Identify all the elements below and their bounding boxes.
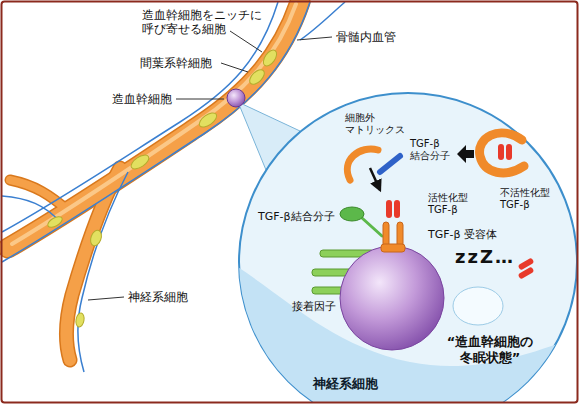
zoom-circle: 神経系細胞 [238, 92, 578, 404]
black-arrow [457, 145, 474, 163]
active-tgf-beta [386, 200, 392, 218]
part-label: TGF-β結合分子 [258, 210, 335, 223]
text-line: TGF-β [500, 199, 550, 211]
hematopoietic-stem-cell [227, 89, 245, 107]
part-label: 活性化型 TGF-β [428, 192, 468, 216]
green-binding-molecule [362, 218, 382, 236]
part-label: 造血幹細胞 [112, 92, 172, 106]
text-line: TGF-β [410, 138, 450, 150]
green-binding-molecule [340, 207, 382, 236]
hematopoietic-stem-cell-large [340, 246, 444, 350]
text-line: マトリックス [345, 124, 405, 136]
text-line: 造血幹細胞をニッチに [142, 8, 262, 22]
zoom-circle-outline [230, 93, 577, 402]
nerve-fiber [2, 196, 60, 222]
leader-line [221, 63, 248, 72]
tgf-beta-receptor [381, 244, 405, 252]
active-tgf-beta [394, 200, 400, 218]
text-line: 冬眠状態” [447, 350, 534, 366]
mesenchymal-stem-cell [89, 229, 104, 247]
zoom-circle-outline [238, 92, 578, 404]
sleep-bubble [453, 287, 503, 325]
part-label: 接着因子 [292, 300, 336, 313]
leader-line [176, 99, 224, 100]
text-line: “造血幹細胞の [447, 334, 534, 350]
leader-line [297, 37, 332, 40]
blood-vessel [66, 168, 120, 360]
inactive-tgf-beta [506, 144, 512, 160]
inactive-tgf-beta [480, 133, 524, 173]
part-label: 骨髄内血管 [336, 30, 396, 44]
blood-vessel [10, 180, 70, 212]
zoom-detail [230, 133, 577, 402]
node-label: 神経系細胞 [313, 376, 378, 392]
inactive-tgf-beta [480, 133, 524, 173]
part-label: “造血幹細胞の 冬眠状態” [447, 334, 534, 365]
green-binding-molecule [340, 207, 364, 221]
text-line: 結合分子 [410, 150, 450, 162]
text-line: TGF-β [428, 204, 468, 216]
tgf-beta-receptor [381, 222, 405, 252]
nerve-fiber [2, 2, 278, 232]
mesenchymal-stem-cell [247, 67, 267, 87]
part-label: 間葉系幹細胞 [140, 56, 212, 70]
mesenchymal-stem-cell [75, 312, 85, 327]
part-label: 造血幹細胞をニッチに 呼び寄せる細胞 [142, 8, 262, 37]
free-tgf-beta [518, 257, 535, 279]
part-label: TGF-β 受容体 [428, 228, 497, 241]
part-label: 不活性化型 TGF-β [500, 187, 550, 211]
text-line: 細胞外 [345, 112, 405, 124]
zoom-circle-outline [230, 93, 579, 404]
mesenchymal-stem-cell [129, 152, 151, 171]
blue-binding-molecule [380, 156, 400, 172]
inactive-tgf-beta [498, 144, 504, 160]
text-line: 呼び寄せる細胞 [142, 22, 262, 36]
text-line: 不活性化型 [500, 187, 550, 199]
part-label: TGF-β 結合分子 [410, 138, 450, 162]
nerve-fiber [78, 172, 128, 372]
leader-line [88, 297, 124, 300]
active-tgf-beta [386, 200, 400, 218]
mesenchymal-stem-cell [46, 215, 64, 230]
mesenchymal-stem-cell [197, 110, 219, 130]
part-label: 細胞外 マトリックス [345, 112, 405, 136]
mesenchymal-stem-cell [261, 48, 280, 68]
leader-line [230, 31, 262, 52]
sleep-mark: zzZ… [455, 246, 515, 268]
free-tgf-beta [518, 266, 535, 279]
blood-vessel [10, 180, 70, 212]
part-label: 神経系細胞 [128, 290, 188, 304]
text-line: 活性化型 [428, 192, 468, 204]
opening-latent-complex [347, 149, 378, 180]
